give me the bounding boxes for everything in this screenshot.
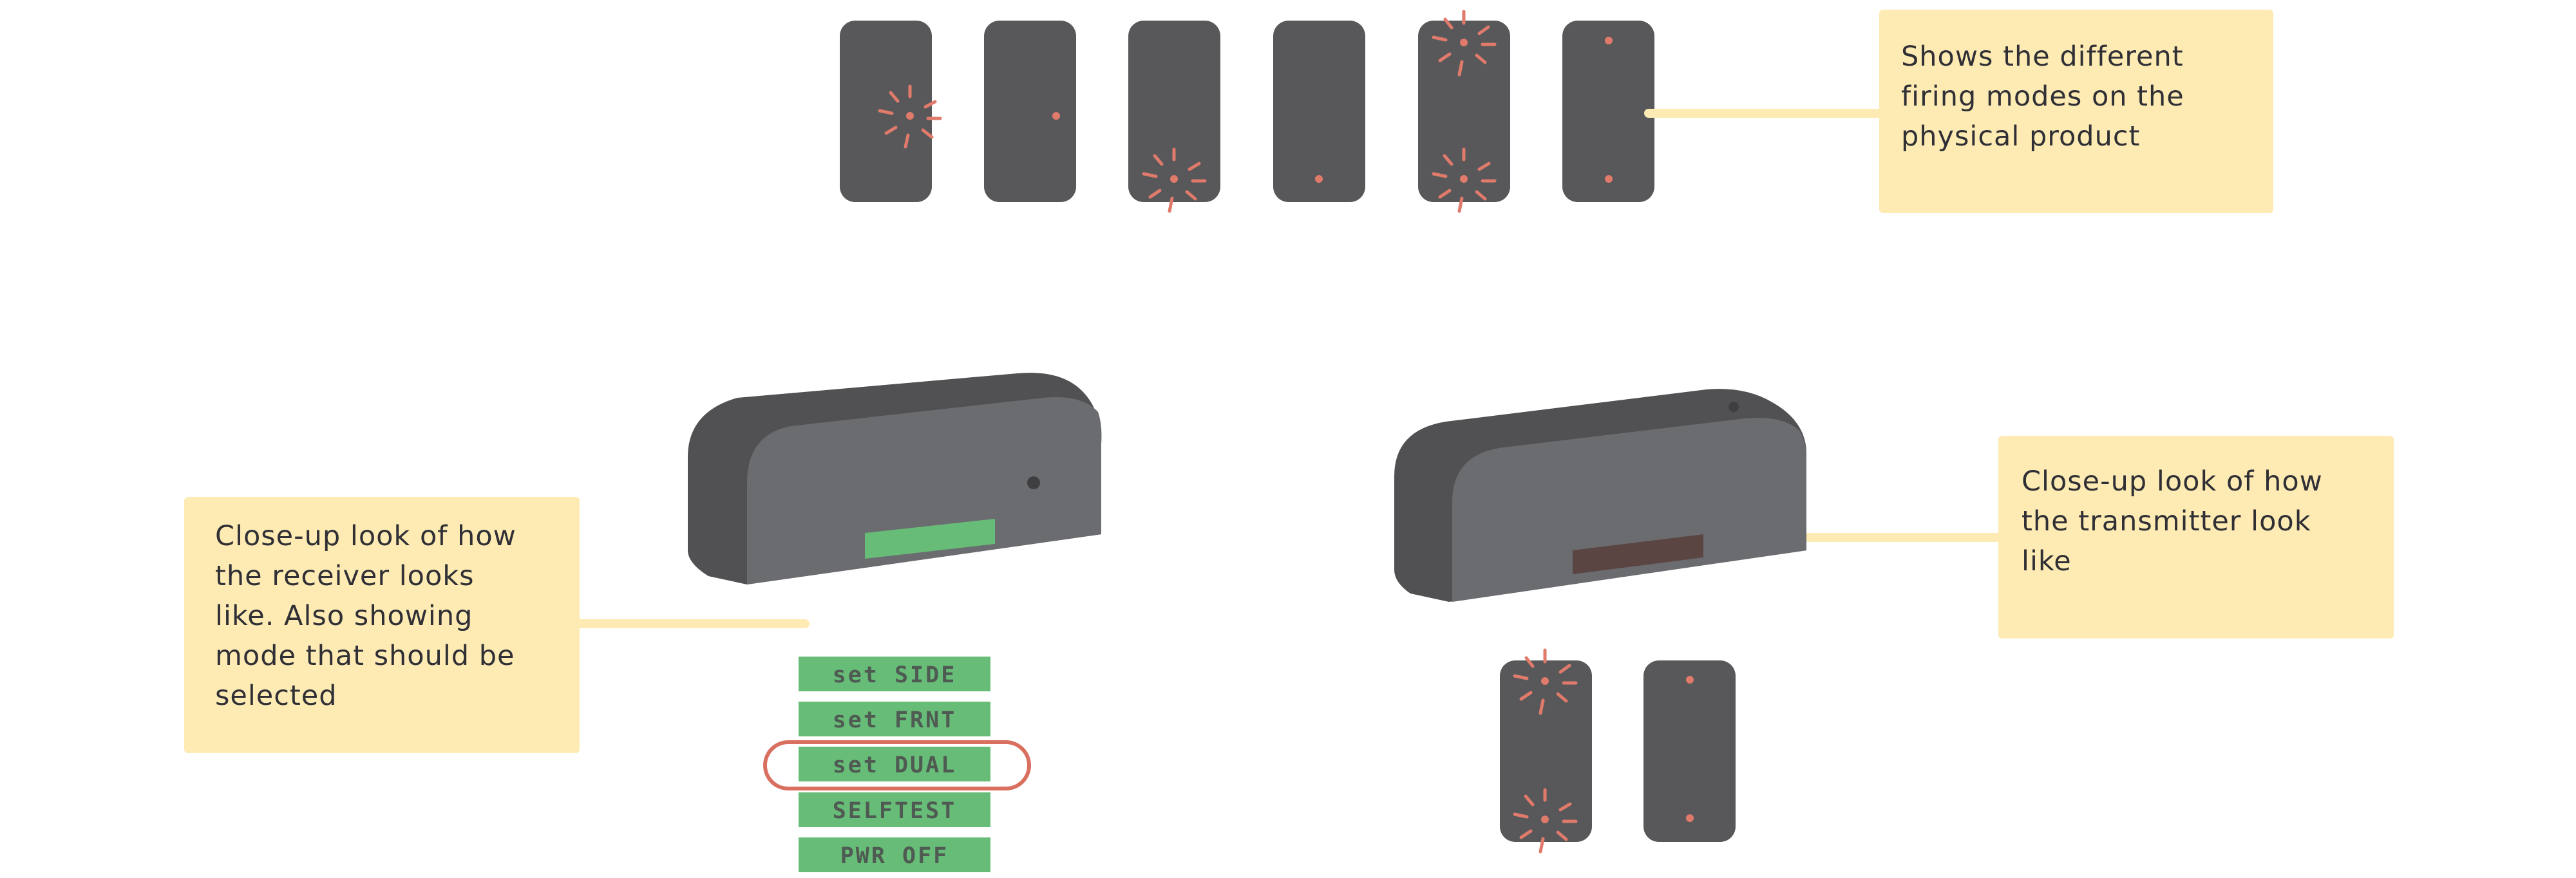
callout-line: like — [2022, 545, 2072, 577]
mode-tile-side-off — [984, 21, 1076, 202]
menu-item-label: set DUAL — [833, 752, 957, 778]
menu-item-label: PWR OFF — [840, 843, 949, 869]
indicator-dot-icon — [1728, 402, 1739, 412]
callout-line: Close-up look of how — [2022, 465, 2323, 498]
transmitter-display — [1573, 534, 1703, 574]
menu-item[interactable]: SELFTEST — [799, 792, 990, 827]
callout-line: Shows the different — [1901, 41, 2184, 73]
mode-tile-side — [840, 21, 942, 202]
menu-item-label: set SIDE — [833, 662, 957, 688]
menu-item-label: set FRNT — [833, 707, 957, 733]
mode-tile-front — [1128, 21, 1220, 213]
callout-line: Close-up look of how — [215, 520, 516, 552]
led-icon — [1686, 814, 1694, 822]
callout-receiver: Close-up look of how the receiver looks … — [184, 497, 580, 753]
mode-tile-dual — [1500, 648, 1592, 854]
selection-ring — [763, 740, 1031, 790]
menu-item[interactable]: set SIDE — [799, 657, 990, 691]
receiver-device — [688, 373, 1102, 584]
firing-modes-row — [840, 10, 1654, 213]
led-burst-icon — [1432, 147, 1497, 213]
menu-item-label: SELFTEST — [833, 798, 957, 824]
mode-tile-dual-off — [1643, 660, 1736, 842]
led-burst-icon — [1513, 788, 1578, 854]
callout-line: like. Also showing — [215, 600, 473, 632]
callout-line: firing modes on the — [1901, 80, 2184, 113]
menu-item-selected[interactable]: set DUAL — [763, 740, 1031, 790]
led-icon — [1605, 37, 1613, 44]
led-icon — [1315, 175, 1323, 183]
led-icon — [1052, 112, 1060, 120]
callout-line: the transmitter look — [2022, 505, 2311, 537]
transmitter-modes — [1500, 648, 1736, 854]
led-burst-icon — [1142, 147, 1207, 213]
led-burst-icon — [1432, 10, 1497, 77]
receiver-menu: set SIDE set FRNT set DUAL SELFTEST PWR … — [763, 657, 1031, 872]
callout-line: the receiver looks — [215, 560, 475, 592]
transmitter-device — [1394, 389, 1806, 602]
callout-line: physical product — [1901, 120, 2141, 153]
callout-line: mode that should be — [215, 640, 515, 672]
callout-firing-modes: Shows the different firing modes on the … — [1879, 10, 2273, 213]
led-burst-icon — [1513, 648, 1578, 715]
callout-line: selected — [215, 680, 337, 712]
led-burst-icon — [878, 84, 942, 149]
led-icon — [1686, 676, 1694, 684]
menu-item[interactable]: PWR OFF — [799, 837, 990, 872]
receiver-display — [865, 519, 995, 559]
mode-tile-front-off — [1273, 21, 1365, 202]
mode-tile-dual-off — [1562, 21, 1654, 202]
led-icon — [1605, 175, 1613, 183]
mode-tile-dual — [1418, 10, 1510, 213]
menu-item[interactable]: set FRNT — [799, 702, 990, 736]
callout-transmitter: Close-up look of how the transmitter loo… — [1998, 436, 2394, 639]
indicator-dot-icon — [1027, 476, 1040, 489]
